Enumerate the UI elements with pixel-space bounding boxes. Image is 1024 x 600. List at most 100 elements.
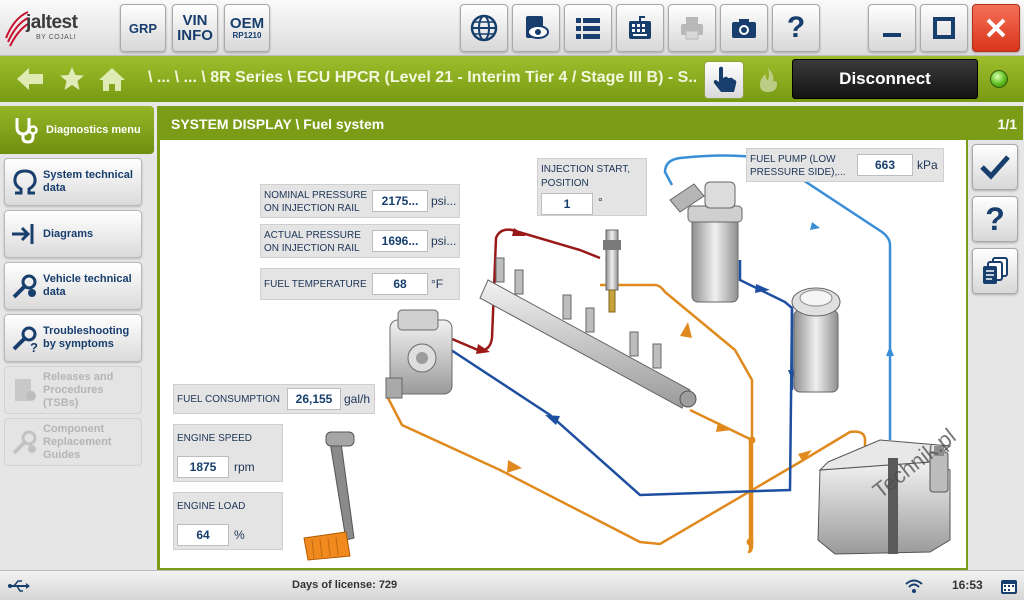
flame-button[interactable]	[748, 61, 788, 99]
connection-status-led	[990, 70, 1008, 88]
junction-dot	[748, 436, 756, 444]
minimize-icon	[883, 33, 901, 37]
actual-pressure-value: 1696...	[372, 230, 428, 252]
top-toolbar: jaltest BY COJALI GRP VIN INFO OEM RP121…	[0, 0, 1024, 56]
printer-icon	[681, 17, 703, 40]
disconnect-button[interactable]: Disconnect	[792, 59, 978, 99]
back-button[interactable]	[14, 64, 46, 94]
home-button[interactable]	[96, 64, 128, 94]
omega-icon	[7, 164, 43, 200]
sidebar-item-system-technical-data[interactable]: System technical data	[4, 158, 142, 206]
engine-load-unit: %	[234, 528, 245, 542]
actual-pressure-label-1: ACTUAL PRESSURE	[264, 230, 361, 241]
close-icon	[986, 18, 1006, 38]
keyboard-icon	[629, 16, 651, 39]
nominal-pressure-label-1: NOMINAL PRESSURE	[264, 190, 367, 201]
fuel-consumption-unit: gal/h	[344, 392, 371, 406]
flow-arrow	[716, 422, 732, 432]
vin-info-button[interactable]: VIN INFO	[172, 4, 218, 52]
document-gear-icon	[7, 372, 43, 408]
fuel-pump-box: FUEL PUMP (LOW PRESSURE SIDE),... 663 kP…	[746, 148, 944, 182]
engine-speed-label: ENGINE SPEED	[177, 433, 253, 444]
info-help-button[interactable]: ?	[972, 196, 1018, 242]
actual-pressure-label-2: ON INJECTION RAIL	[264, 243, 360, 254]
sidebar-item-label: Diagrams	[43, 227, 94, 240]
logo-text: jaltest	[26, 12, 78, 33]
nominal-pressure-label-2: ON INJECTION RAIL	[264, 203, 360, 214]
sidebar-item-vehicle-technical-data[interactable]: Vehicle technical data	[4, 262, 142, 310]
flow-arrow	[507, 460, 522, 473]
globe-button[interactable]	[460, 4, 508, 52]
sidebar-item-label: Diagnostics menu	[46, 123, 141, 136]
sidebar-item-diagnostics-menu[interactable]: Diagnostics menu	[0, 106, 154, 154]
right-action-rail: ?	[968, 140, 1024, 570]
fuel-temperature-label: FUEL TEMPERATURE	[264, 279, 367, 290]
page-indicator: 1/1	[997, 116, 1017, 132]
keyboard-button[interactable]	[616, 4, 664, 52]
print-button[interactable]	[668, 4, 716, 52]
sidebar-item-diagrams[interactable]: Diagrams	[4, 210, 142, 258]
view-button[interactable]	[512, 4, 560, 52]
actual-pressure-box: ACTUAL PRESSURE ON INJECTION RAIL 1696..…	[260, 224, 460, 258]
fuel-pump-value: 663	[857, 154, 913, 176]
status-bar: Days of license: 729 16:53	[0, 570, 1024, 600]
fuel-pump-label-2: PRESSURE SIDE),...	[750, 167, 846, 178]
flow-arrow	[886, 346, 894, 356]
camera-button[interactable]	[720, 4, 768, 52]
confirm-button[interactable]	[972, 144, 1018, 190]
injection-start-value: 1	[541, 193, 593, 215]
favorites-button[interactable]	[56, 64, 88, 94]
list-button[interactable]	[564, 4, 612, 52]
engine-speed-unit: rpm	[234, 460, 255, 474]
globe-icon	[470, 14, 498, 42]
wrench-gear-icon	[7, 424, 43, 460]
sidebar: Diagnostics menu System technical data D…	[0, 102, 156, 570]
logo-subtext: BY COJALI	[36, 34, 77, 41]
documents-icon	[983, 257, 1008, 284]
main-panel: SYSTEM DISPLAY \ Fuel system 1/1	[157, 106, 1023, 570]
info-label: INFO	[177, 27, 213, 44]
engine-load-box: ENGINE LOAD 64 %	[173, 492, 283, 550]
sidebar-item-troubleshooting[interactable]: ? Troubleshooting by symptoms	[4, 314, 142, 362]
maximize-icon	[933, 17, 955, 39]
sidebar-item-label: System technical data	[43, 169, 133, 194]
primary-fuel-filter	[669, 181, 743, 303]
minimize-button[interactable]	[868, 4, 916, 52]
nominal-pressure-box: NOMINAL PRESSURE ON INJECTION RAIL 2175.…	[260, 184, 460, 218]
hand-pointer-icon	[713, 66, 737, 92]
flow-arrow	[810, 222, 820, 230]
flow-arrow	[545, 415, 560, 425]
injection-start-label-2: POSITION	[541, 178, 589, 189]
engine-load-label: ENGINE LOAD	[177, 501, 246, 512]
help-icon: ?	[786, 11, 806, 44]
logo-swoosh-icon	[5, 11, 29, 47]
usb-icon	[8, 580, 30, 592]
oem-button[interactable]: OEM RP1210	[224, 4, 270, 52]
injection-start-unit: °	[598, 195, 603, 209]
engine-speed-box: ENGINE SPEED 1875 rpm	[173, 424, 283, 482]
grp-button[interactable]: GRP	[120, 4, 166, 52]
engine-load-value: 64	[177, 524, 229, 546]
injector	[603, 229, 621, 313]
flow-arrow	[512, 228, 526, 236]
documents-button[interactable]	[972, 248, 1018, 294]
help-button[interactable]: ?	[772, 4, 820, 52]
wifi-icon	[905, 579, 923, 593]
fuel-temperature-value: 68	[372, 273, 428, 295]
sidebar-item-releases-procedures[interactable]: Releases and Procedures (TSBs)	[4, 366, 142, 414]
oem-label: OEM	[229, 15, 265, 32]
close-button[interactable]	[972, 4, 1020, 52]
touch-mode-button[interactable]	[704, 61, 744, 99]
sidebar-item-label: Vehicle technical data	[43, 273, 132, 298]
sidebar-item-component-replacement[interactable]: Component Replacement Guides	[4, 418, 142, 466]
engine-speed-value: 1875	[177, 456, 229, 478]
fuel-tank	[817, 439, 952, 555]
maximize-button[interactable]	[920, 4, 968, 52]
calendar-icon[interactable]	[1000, 577, 1018, 595]
wrench-gear-icon	[7, 268, 43, 304]
flow-arrow	[476, 344, 490, 354]
nominal-pressure-value: 2175...	[372, 190, 428, 212]
flow-arrow	[755, 284, 770, 293]
rp1210-label: RP1210	[232, 31, 262, 40]
